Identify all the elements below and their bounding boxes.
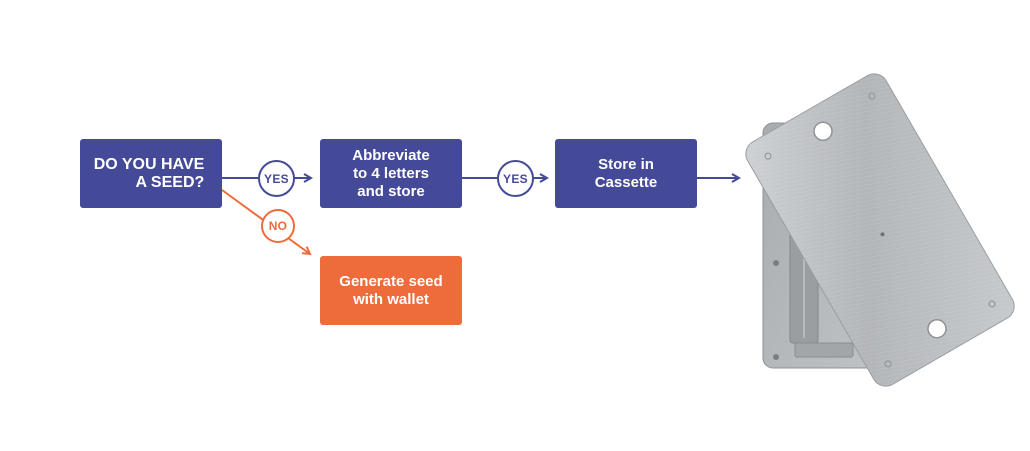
steel-cassette-plates-image [745, 73, 1015, 387]
question-text: DO YOU HAVE A SEED? [93, 155, 205, 191]
question-box: DO YOU HAVE A SEED? [80, 139, 222, 208]
generate-box: Generate seed with wallet [320, 256, 462, 325]
no-label: NO [268, 219, 288, 233]
yes-badge-1: YES [258, 160, 295, 197]
store-box: Store in Cassette [555, 139, 697, 208]
abbreviate-box: Abbreviate to 4 letters and store [320, 139, 462, 208]
yes-label-2: YES [503, 171, 528, 186]
generate-text: Generate seed with wallet [339, 272, 443, 308]
no-badge: NO [261, 209, 295, 243]
abbreviate-text: Abbreviate to 4 letters and store [352, 146, 430, 200]
yes-badge-2: YES [497, 160, 534, 197]
store-text: Store in Cassette [594, 155, 658, 191]
yes-label-1: YES [264, 171, 289, 186]
